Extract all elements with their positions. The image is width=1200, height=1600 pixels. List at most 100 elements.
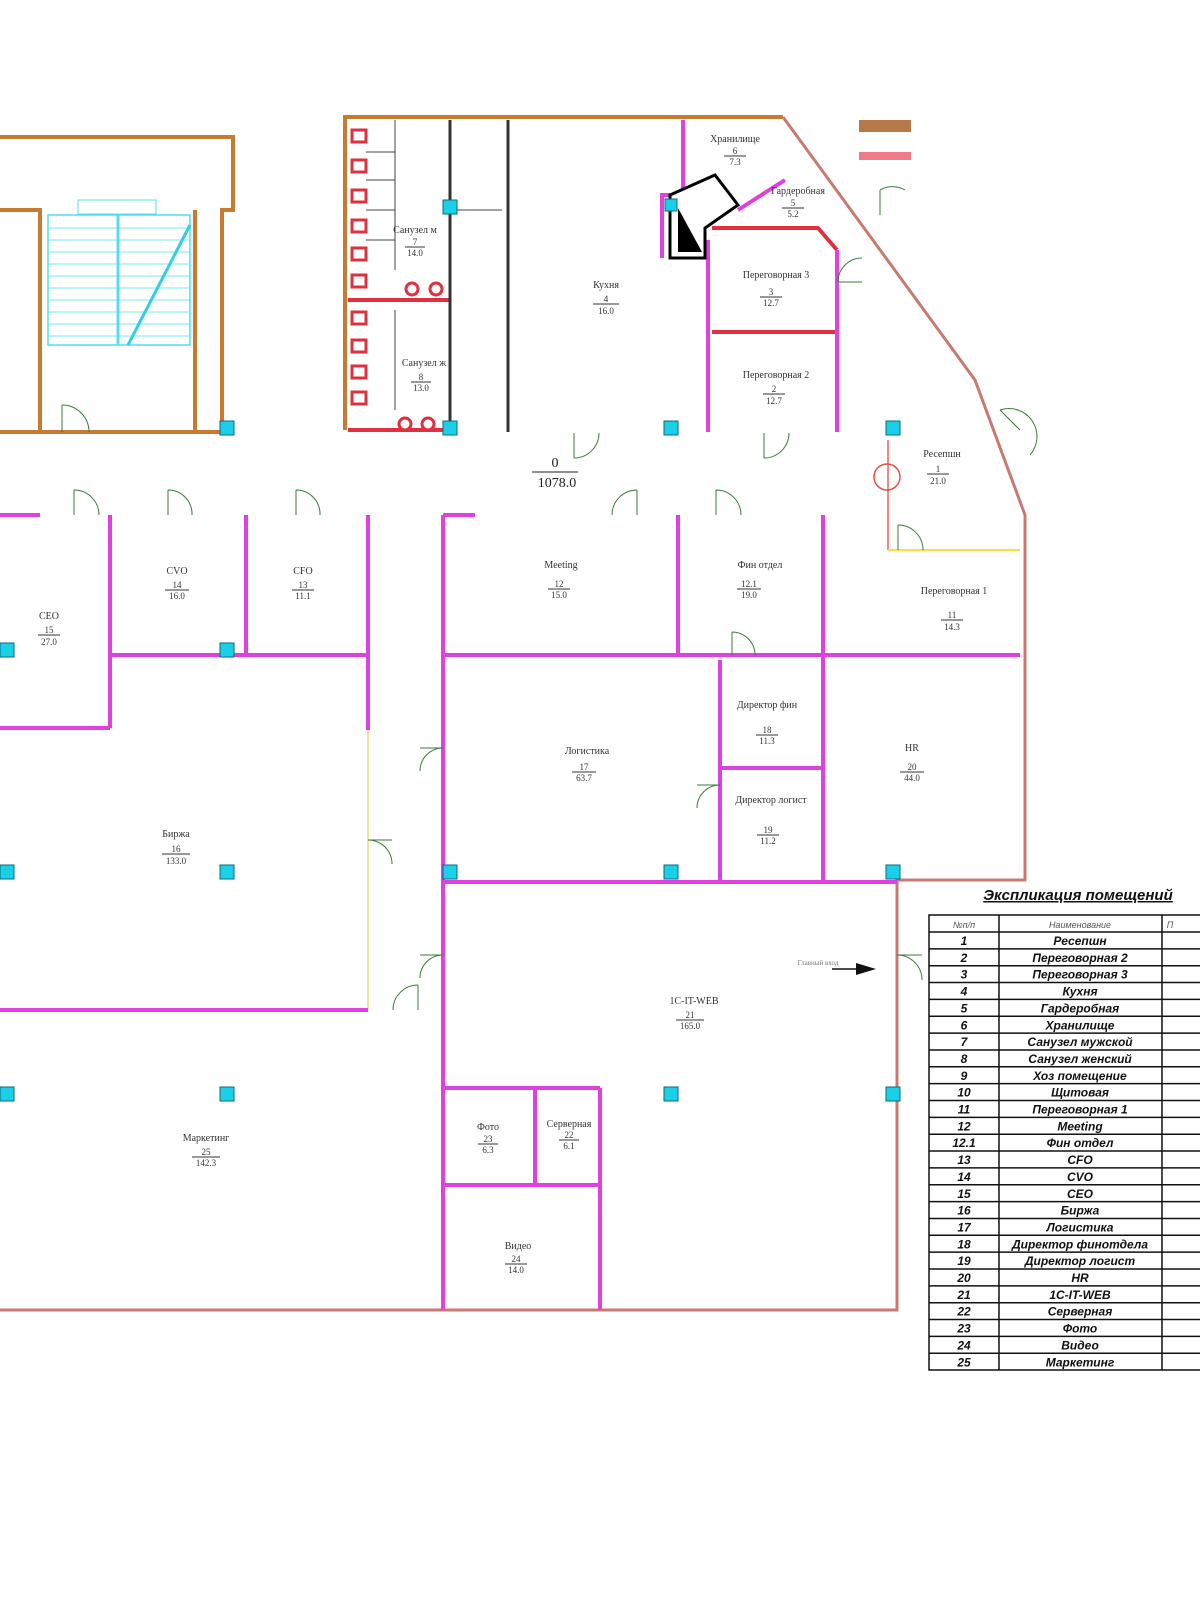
svg-text:Кухня: Кухня	[593, 280, 619, 291]
staircase	[47, 199, 192, 346]
svg-text:2: 2	[772, 384, 777, 394]
doors	[61, 186, 1038, 1011]
svg-text:Санузел ж: Санузел ж	[402, 358, 446, 369]
row-number: 5	[961, 1001, 968, 1015]
row-number: 21	[956, 1288, 971, 1302]
svg-text:16.0: 16.0	[598, 306, 614, 316]
row-name: Санузел женский	[1028, 1052, 1132, 1066]
svg-text:14.0: 14.0	[508, 1265, 524, 1275]
svg-text:11.3: 11.3	[759, 736, 775, 746]
row-number: 6	[961, 1018, 968, 1032]
svg-text:6.1: 6.1	[563, 1141, 574, 1151]
svg-text:7: 7	[413, 237, 418, 247]
row-name: CVO	[1067, 1170, 1094, 1184]
svg-text:14: 14	[173, 580, 183, 590]
svg-text:142.3: 142.3	[196, 1158, 217, 1168]
row-name: HR	[1071, 1271, 1089, 1285]
row-name: Санузел мужской	[1027, 1035, 1133, 1049]
row-name: 1C-IT-WEB	[1049, 1288, 1111, 1302]
svg-text:20: 20	[908, 762, 918, 772]
svg-text:Маркетинг: Маркетинг	[183, 1133, 230, 1144]
row-number: 23	[956, 1322, 971, 1336]
svg-text:Серверная: Серверная	[547, 1119, 592, 1130]
svg-text:Санузел м: Санузел м	[393, 225, 437, 236]
svg-text:12.7: 12.7	[766, 396, 782, 406]
svg-text:Переговорная 2: Переговорная 2	[743, 370, 810, 381]
row-number: 15	[957, 1187, 971, 1201]
svg-text:14.3: 14.3	[944, 622, 960, 632]
row-name: Серверная	[1048, 1305, 1113, 1319]
row-number: 24	[956, 1338, 971, 1352]
row-name: Директор финотдела	[1011, 1237, 1148, 1251]
row-name: Фото	[1063, 1322, 1098, 1336]
svg-text:12.7: 12.7	[763, 298, 779, 308]
entrance-arrow-icon	[832, 963, 876, 975]
row-number: 12.1	[952, 1136, 976, 1150]
col-header-number: №п/п	[953, 920, 975, 930]
row-name: Гардеробная	[1041, 1001, 1119, 1015]
row-number: 7	[961, 1035, 969, 1049]
svg-text:16: 16	[172, 844, 182, 854]
svg-text:11: 11	[948, 610, 957, 620]
row-name: Видео	[1061, 1338, 1099, 1352]
svg-text:21: 21	[686, 1010, 695, 1020]
svg-text:Директор логист: Директор логист	[735, 795, 807, 806]
svg-text:27.0: 27.0	[41, 637, 57, 647]
row-number: 17	[957, 1220, 972, 1234]
row-number: 22	[956, 1305, 971, 1319]
svg-text:1C-IT-WEB: 1C-IT-WEB	[669, 996, 718, 1007]
row-number: 2	[960, 951, 968, 965]
row-number: 25	[956, 1355, 971, 1369]
svg-text:17: 17	[580, 762, 590, 772]
svg-text:Логистика: Логистика	[565, 746, 610, 757]
svg-text:Директор фин: Директор фин	[737, 700, 798, 711]
explication-table: Экспликация помещений №п/п Наименование …	[928, 887, 1200, 1371]
row-name: Хранилище	[1045, 1018, 1115, 1032]
svg-text:12.1: 12.1	[741, 579, 757, 589]
svg-text:5: 5	[791, 198, 796, 208]
row-name: Логистика	[1046, 1220, 1114, 1234]
svg-text:23: 23	[484, 1134, 494, 1144]
row-name: Щитовая	[1051, 1086, 1109, 1100]
svg-text:Переговорная 3: Переговорная 3	[743, 270, 810, 281]
svg-text:CFO: CFO	[293, 566, 312, 577]
svg-text:13.0: 13.0	[413, 383, 429, 393]
corridor-number: 0	[552, 456, 559, 471]
svg-text:Биржа: Биржа	[162, 829, 190, 840]
row-name: CEO	[1067, 1187, 1094, 1201]
svg-text:6.3: 6.3	[482, 1145, 494, 1155]
row-number: 18	[957, 1237, 971, 1251]
svg-text:Фин отдел: Фин отдел	[738, 560, 783, 571]
svg-text:Гардеробная: Гардеробная	[771, 186, 825, 197]
row-number: 16	[957, 1204, 971, 1218]
row-number: 14	[957, 1170, 971, 1184]
svg-text:13: 13	[299, 580, 309, 590]
row-name: Биржа	[1061, 1204, 1100, 1218]
row-name: Директор логист	[1024, 1254, 1136, 1268]
svg-text:Переговорная 1: Переговорная 1	[921, 586, 988, 597]
svg-text:Хранилище: Хранилище	[710, 134, 760, 145]
row-number: 13	[957, 1153, 971, 1167]
corridor-area: 1078.0	[538, 476, 577, 491]
svg-text:15.0: 15.0	[551, 590, 567, 600]
structural-columns	[0, 198, 901, 1102]
row-name: Meeting	[1057, 1119, 1103, 1133]
svg-text:63.7: 63.7	[576, 773, 592, 783]
row-number: 20	[956, 1271, 971, 1285]
row-name: Переговорная 1	[1032, 1103, 1128, 1117]
svg-text:15: 15	[45, 625, 55, 635]
